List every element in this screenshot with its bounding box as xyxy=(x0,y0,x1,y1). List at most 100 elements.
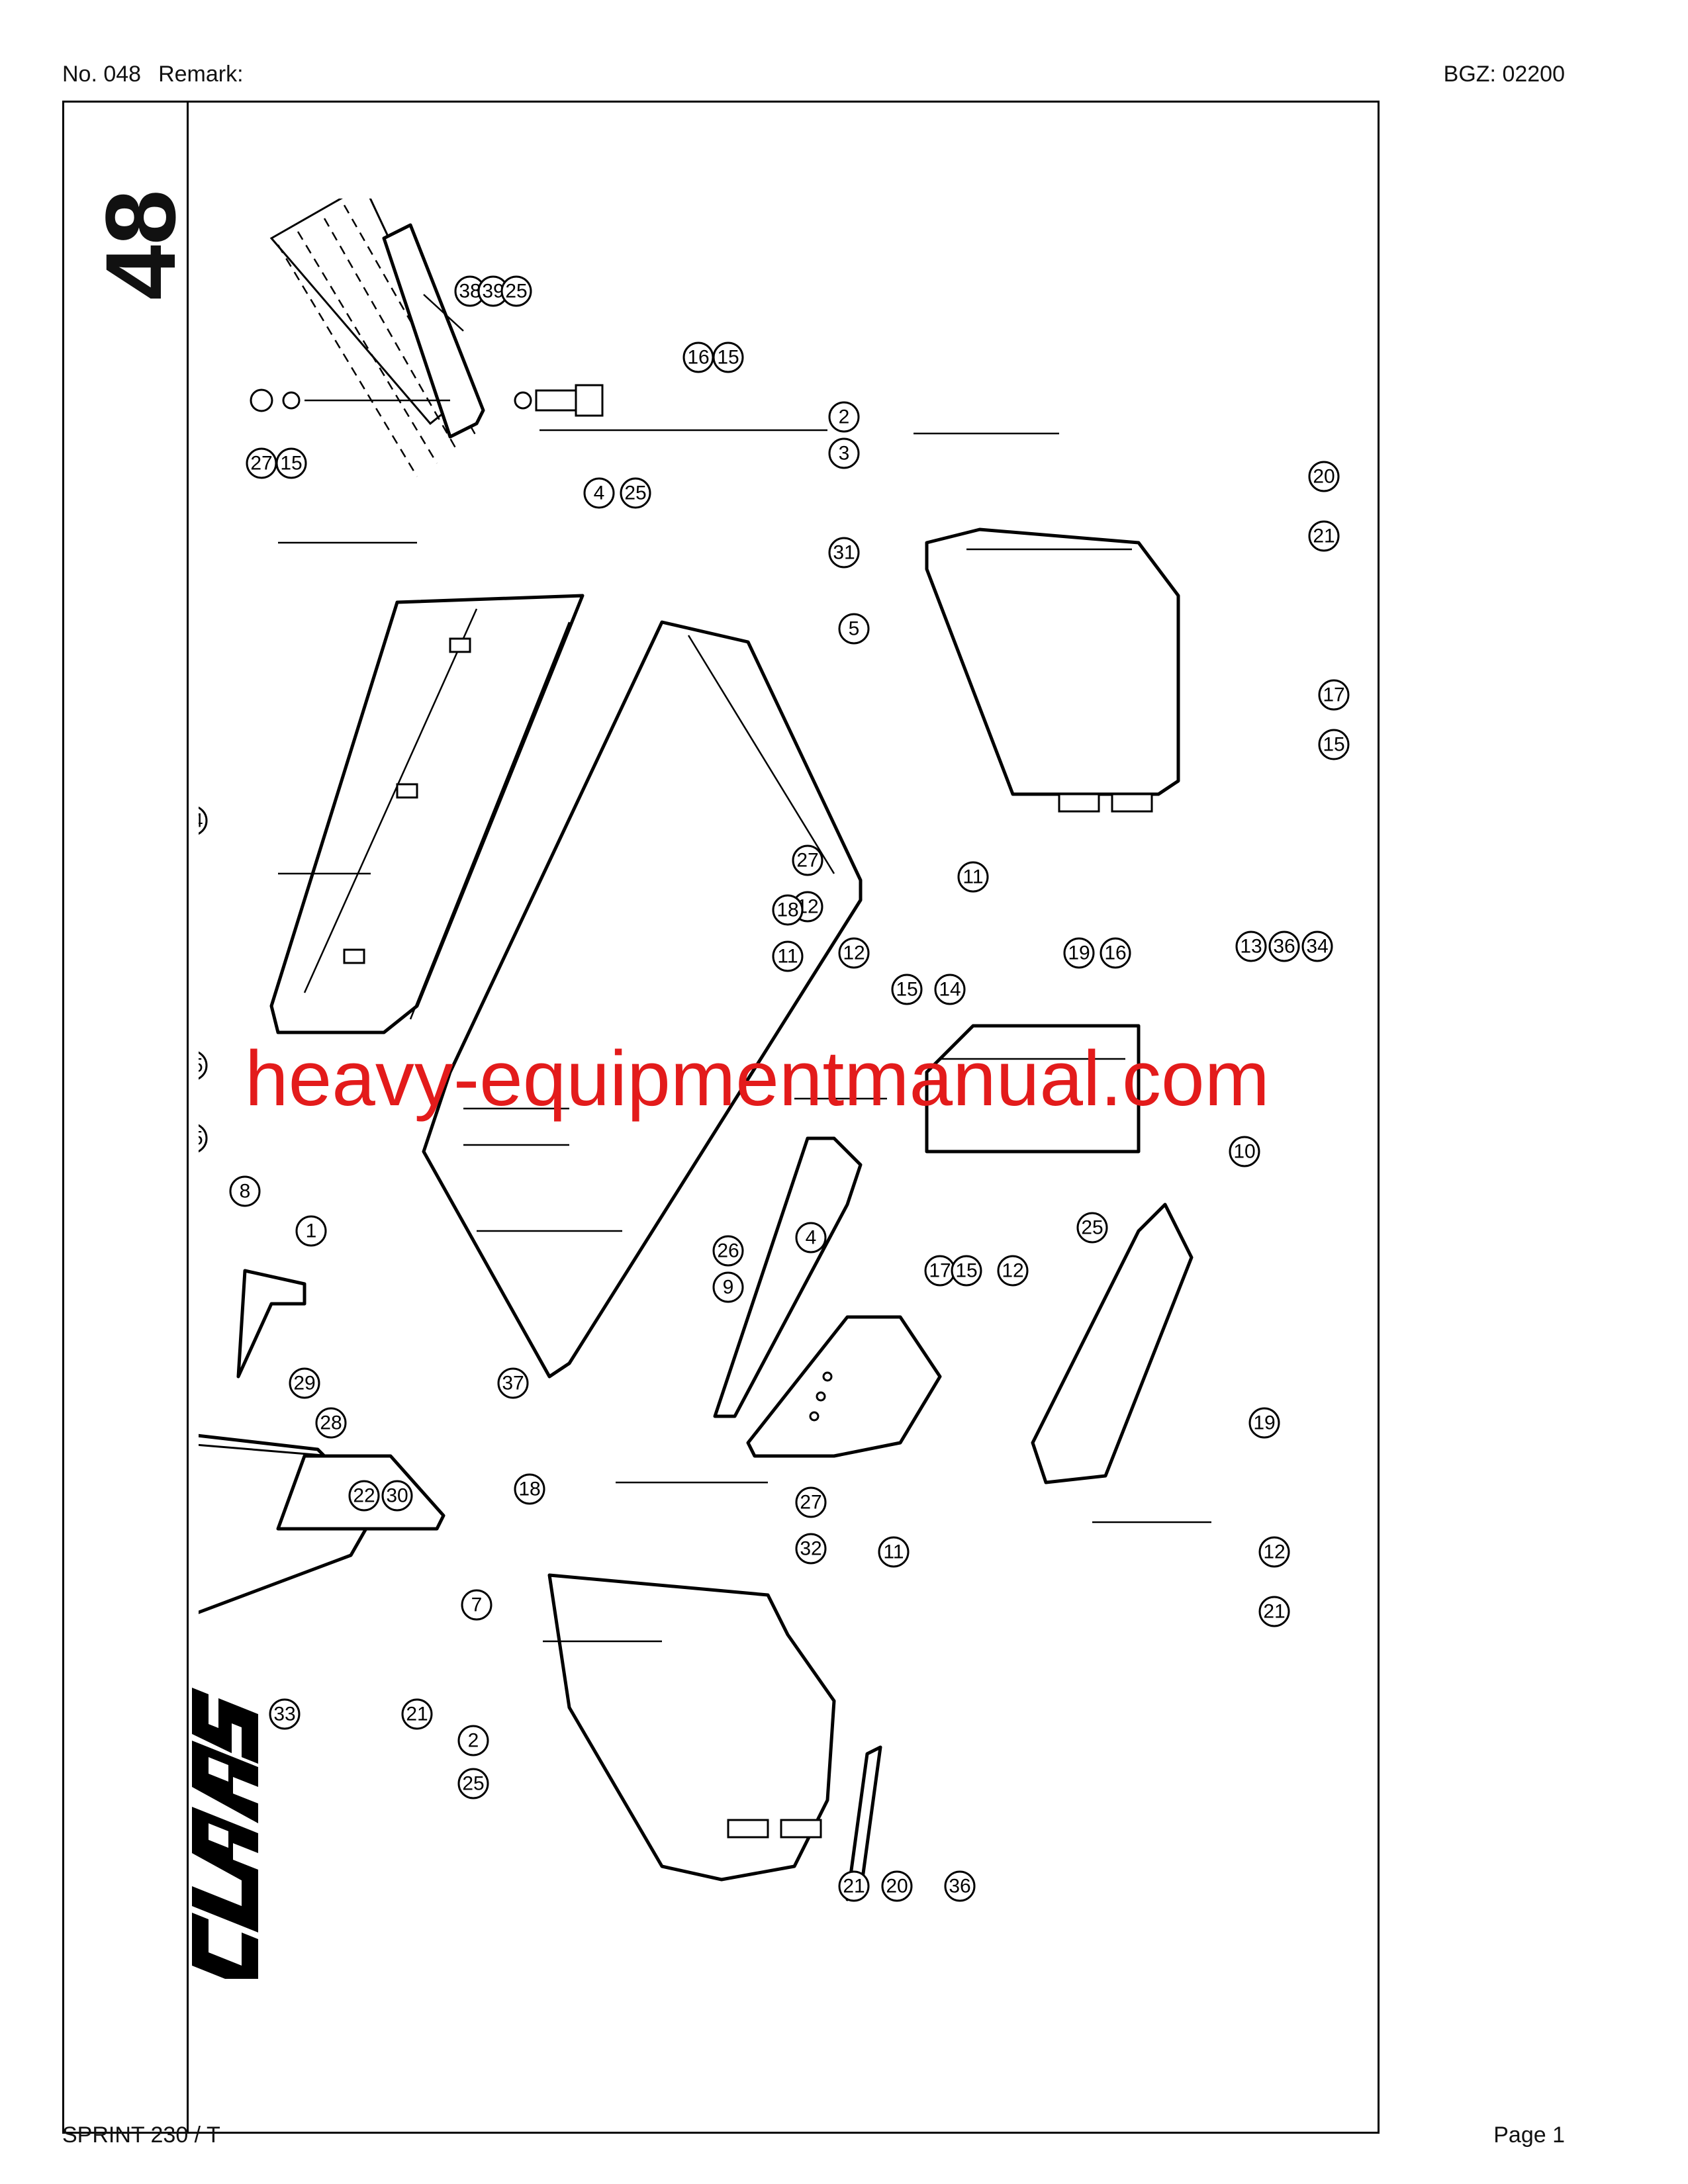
callout-32: 32 xyxy=(795,1533,827,1565)
callout-label: 11 xyxy=(777,946,798,968)
callout-label: 8 xyxy=(240,1181,251,1203)
callout-label: 18 xyxy=(776,899,798,921)
callout-label: 31 xyxy=(833,542,855,564)
callout-label: 2 xyxy=(839,406,850,428)
callout-label: 19 xyxy=(1068,942,1090,964)
callout-label: 15 xyxy=(717,347,739,369)
callout-16: 16 xyxy=(1100,937,1131,969)
remark-label: Remark: xyxy=(158,62,244,87)
callout-label: 15 xyxy=(955,1260,977,1282)
callout-label: 34 xyxy=(1306,936,1328,958)
callout-label: 25 xyxy=(462,1773,484,1795)
callout-label: 28 xyxy=(320,1412,342,1434)
callout-label: 25 xyxy=(624,482,646,504)
callout-11: 11 xyxy=(878,1536,910,1568)
drawing-frame xyxy=(62,101,1380,2134)
callout-14: 14 xyxy=(934,974,966,1005)
part-upper-right-cover-5 xyxy=(925,527,1180,813)
callout-label: 27 xyxy=(250,453,272,475)
callout-17: 17 xyxy=(924,1255,956,1287)
callout-35: 35 xyxy=(199,1051,208,1080)
callout-label: 17 xyxy=(1323,684,1344,706)
callout-21: 21 xyxy=(838,1870,870,1902)
callout-label: 25 xyxy=(1081,1217,1103,1239)
callout-label: 15 xyxy=(280,453,302,475)
callout-label: 33 xyxy=(273,1704,295,1725)
callout-27: 27 xyxy=(795,1486,827,1518)
callout-label: 25 xyxy=(505,281,527,302)
part-main-shield-1 xyxy=(422,620,863,1379)
callout-15: 15 xyxy=(199,1124,208,1153)
callout-label: 21 xyxy=(406,1704,428,1725)
part-lower-cover-6 xyxy=(547,1573,882,1901)
callout-label: 18 xyxy=(518,1479,540,1500)
callout-label: 17 xyxy=(929,1260,951,1282)
callout-label: 36 xyxy=(949,1876,970,1897)
callout-label: 21 xyxy=(1313,525,1335,547)
bgz-code: BGZ: 02200 xyxy=(1443,62,1565,87)
callout-label: 11 xyxy=(962,866,983,888)
callout-label: 9 xyxy=(723,1277,734,1298)
callout-33: 33 xyxy=(269,1698,301,1730)
callout-12: 12 xyxy=(792,891,823,923)
callout-label: 16 xyxy=(687,347,709,369)
callout-15: 15 xyxy=(951,1255,982,1287)
callout-13: 13 xyxy=(1235,931,1267,962)
callout-21: 21 xyxy=(401,1698,433,1730)
part-angle-bracket-22 xyxy=(1031,1203,1194,1484)
callout-18: 18 xyxy=(514,1473,545,1505)
part-rail-bracket xyxy=(269,199,485,477)
callout-label: 27 xyxy=(796,850,818,872)
callout-label: 19 xyxy=(1253,1412,1275,1434)
watermark: heavy-equipmentmanual.com xyxy=(245,1035,1270,1122)
callout-label: 32 xyxy=(800,1538,821,1560)
callout-label: 20 xyxy=(886,1876,908,1897)
callout-bubbles: 38 39 25 27 15 16 15 2 3 31 4 25 20 21 5… xyxy=(199,275,1350,835)
callout-4: 4 xyxy=(795,1222,827,1253)
callout-10: 10 xyxy=(1229,1136,1260,1167)
callout-18: 18 xyxy=(772,894,804,926)
callout-28: 28 xyxy=(315,1407,347,1439)
callout-label: 15 xyxy=(1323,734,1344,756)
callout-36: 36 xyxy=(1268,931,1300,962)
part-strip-9 xyxy=(713,1136,863,1418)
callout-label: 13 xyxy=(1240,936,1262,958)
callout-leaders xyxy=(278,294,1211,1643)
callout-label: 2 xyxy=(468,1730,479,1752)
callout-label: 5 xyxy=(849,618,860,640)
callout-label: 29 xyxy=(293,1373,315,1394)
callout-label: 36 xyxy=(1273,936,1295,958)
callout-label: 21 xyxy=(1263,1601,1285,1623)
callout-1: 1 xyxy=(295,1215,327,1247)
callout-label: 39 xyxy=(482,281,504,302)
callout-27: 27 xyxy=(792,844,823,876)
callout-label: 16 xyxy=(1104,942,1126,964)
callout-label: 10 xyxy=(1233,1141,1255,1163)
callout-25: 25 xyxy=(1076,1212,1108,1244)
callout-label: 15 xyxy=(199,1128,203,1150)
callout-label: 4 xyxy=(806,1227,817,1249)
callout-label: 37 xyxy=(502,1373,524,1394)
side-rule xyxy=(187,101,189,2134)
part-cover-panel-24 xyxy=(269,594,585,1034)
callout-30: 30 xyxy=(381,1480,413,1512)
callout-label: 26 xyxy=(717,1240,739,1262)
part-bolt-assembly-top xyxy=(250,384,604,417)
callout-29: 29 xyxy=(289,1367,320,1399)
callout-19: 19 xyxy=(1248,1407,1280,1439)
callout-label: 12 xyxy=(1263,1541,1285,1563)
parts-exploded-diagram: 38 39 25 27 15 16 15 2 3 31 4 25 20 21 5… xyxy=(199,199,1350,1902)
part-frame-28-30 xyxy=(199,1269,445,1614)
document-number: No. 048 xyxy=(62,62,142,87)
page-label: Page 1 xyxy=(1493,2122,1565,2148)
callout-26: 26 xyxy=(712,1235,744,1267)
callout-label: 7 xyxy=(471,1594,483,1616)
callout-12: 12 xyxy=(1258,1536,1290,1568)
claas-logo xyxy=(192,1688,258,1979)
callout-label: 24 xyxy=(199,810,203,832)
part-hinge-plate-8 xyxy=(925,1024,1141,1154)
callout-label: 12 xyxy=(843,942,865,964)
callout-9: 9 xyxy=(712,1271,744,1303)
callout-label: 4 xyxy=(594,482,605,504)
callout-20: 20 xyxy=(881,1870,913,1902)
